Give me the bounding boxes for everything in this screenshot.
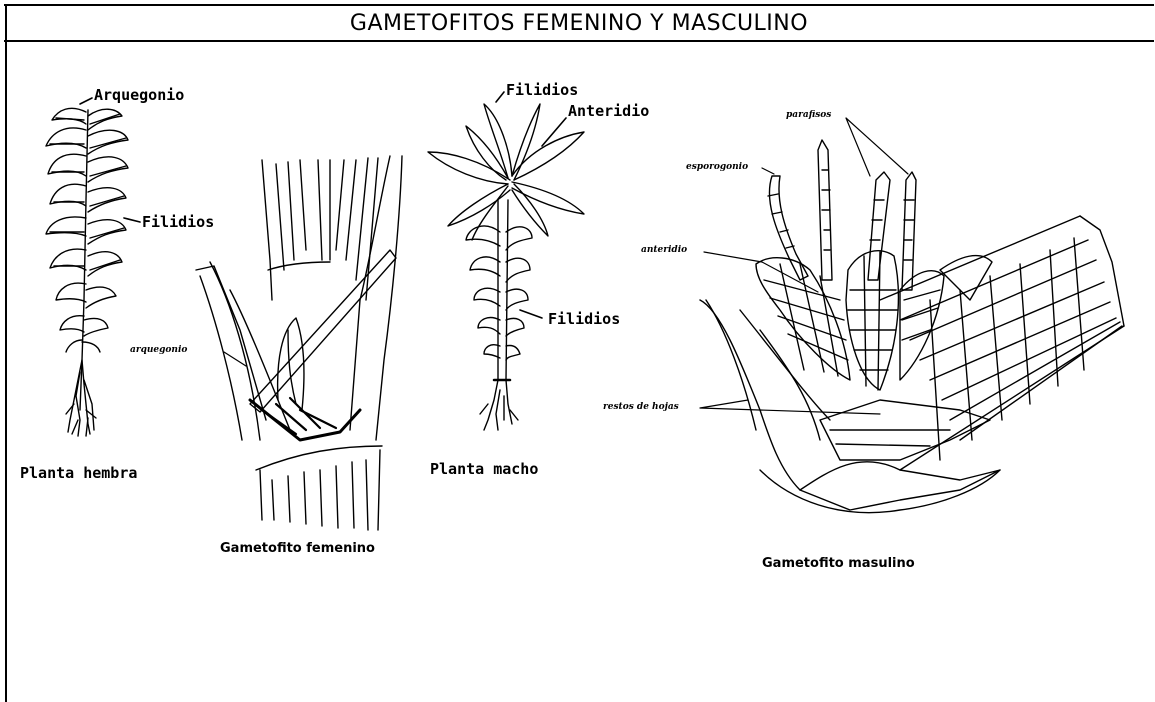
- label-filidios-female-plant: Filidios: [142, 213, 214, 231]
- male-gametophyte-drawing: [700, 140, 1124, 513]
- label-filidios-male-mid: Filidios: [548, 310, 620, 328]
- female-gametophyte-drawing: [196, 156, 402, 530]
- label-esporogonio: esporogonio: [686, 162, 748, 172]
- caption-planta-hembra: Planta hembra: [20, 464, 137, 482]
- label-anteridio-detail: anteridio: [641, 245, 687, 255]
- label-restos-de-hojas: restos de hojas: [603, 402, 679, 412]
- caption-planta-macho: Planta macho: [430, 460, 538, 478]
- label-arquegonio-detail: arquegonio: [130, 345, 187, 355]
- caption-gametofito-femenino: Gametofito femenino: [220, 541, 375, 556]
- female-plant-drawing: [46, 108, 128, 436]
- label-filidios-male-top: Filidios: [506, 81, 578, 99]
- label-arquegonio-female-plant: Arquegonio: [94, 86, 184, 104]
- caption-gametofito-masculino: Gametofito masulino: [762, 556, 915, 571]
- label-anteridio: Anteridio: [568, 102, 649, 120]
- label-parafisos: parafisos: [786, 110, 831, 120]
- male-plant-drawing: [428, 104, 584, 430]
